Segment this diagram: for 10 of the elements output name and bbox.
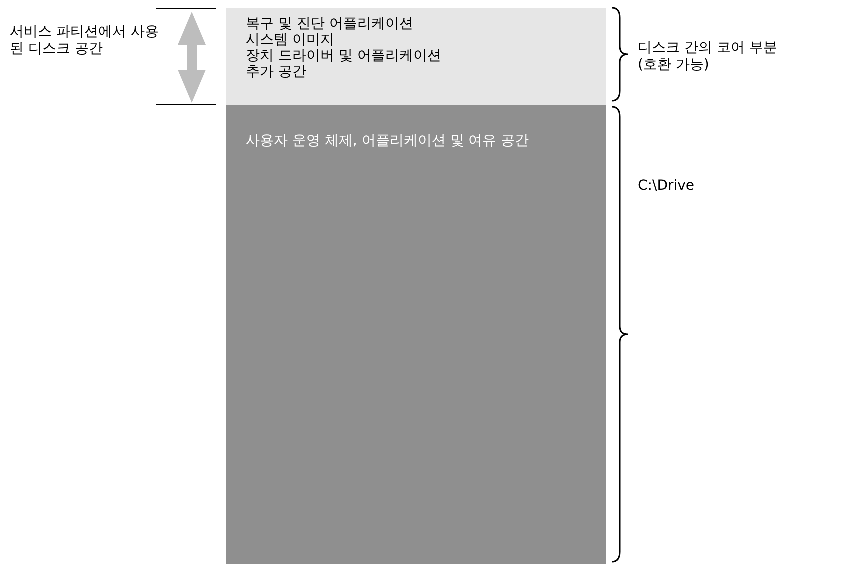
annotation-text: 서비스 파티션에서 사용된 디스크 공간	[10, 24, 160, 58]
partition-text: 추가 공간	[246, 64, 308, 80]
annotation-text: C:\Drive	[638, 178, 696, 195]
partition-text: 사용자 운영 체제, 어플리케이션 및 여유 공간	[246, 133, 530, 149]
partition-text: 시스템 이미지	[246, 32, 336, 48]
partition-area	[226, 105, 606, 564]
annotation-text: 디스크 간의 코어 부분 (호환 가능)	[638, 40, 778, 74]
partition-text: 복구 및 진단 어플리케이션	[246, 16, 414, 32]
partition-area	[226, 8, 606, 105]
partition-text: 장치 드라이버 및 어플리케이션	[246, 48, 442, 64]
